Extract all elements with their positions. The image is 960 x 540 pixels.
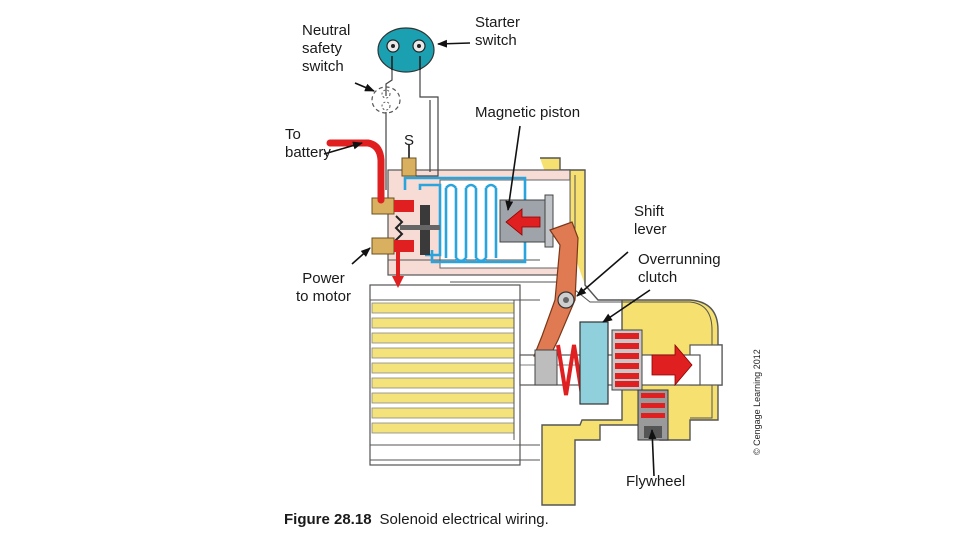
- battery-terminal: [371, 197, 414, 215]
- motor-terminal: [371, 237, 414, 255]
- s-terminal: [401, 145, 417, 177]
- flywheel: [637, 389, 669, 441]
- rotary-switch-icon: [377, 27, 435, 73]
- label-power-to-motor: Power to motor: [296, 270, 352, 305]
- control-wiring: [385, 64, 439, 190]
- label-overrunning-clutch: Overrunning clutch: [638, 251, 721, 286]
- leader-lines: [323, 39, 657, 477]
- label-to-battery: To battery: [285, 126, 331, 161]
- plunger: [499, 194, 554, 248]
- overrunning-clutch: [579, 321, 609, 405]
- label-flywheel: Flywheel: [626, 473, 686, 490]
- armature: [371, 300, 521, 440]
- battery-cable: [326, 139, 385, 204]
- engagement-arrow: [651, 343, 693, 387]
- copyright-credit: © Cengage Learning 2012: [752, 349, 762, 455]
- solenoid-coil: [403, 176, 527, 264]
- label-shift-lever: Shift lever: [634, 203, 667, 238]
- label-neutral-safety-switch: Neutral safety switch: [302, 22, 351, 75]
- pinion-gear: [611, 329, 643, 391]
- figure-number: Figure 28.18: [284, 511, 372, 528]
- label-s-terminal: S: [404, 132, 415, 149]
- figure-caption-text: Solenoid electrical wiring.: [379, 511, 549, 528]
- label-magnetic-piston: Magnetic piston: [475, 104, 581, 121]
- drive-spring: [534, 344, 584, 396]
- motor-frame: [369, 284, 540, 466]
- figure-caption: Figure 28.18 Solenoid electrical wiring.: [284, 511, 549, 528]
- label-starter-switch: Starter switch: [475, 14, 521, 49]
- dashed-switch-icon: [371, 86, 401, 114]
- shift-lever: [533, 221, 579, 361]
